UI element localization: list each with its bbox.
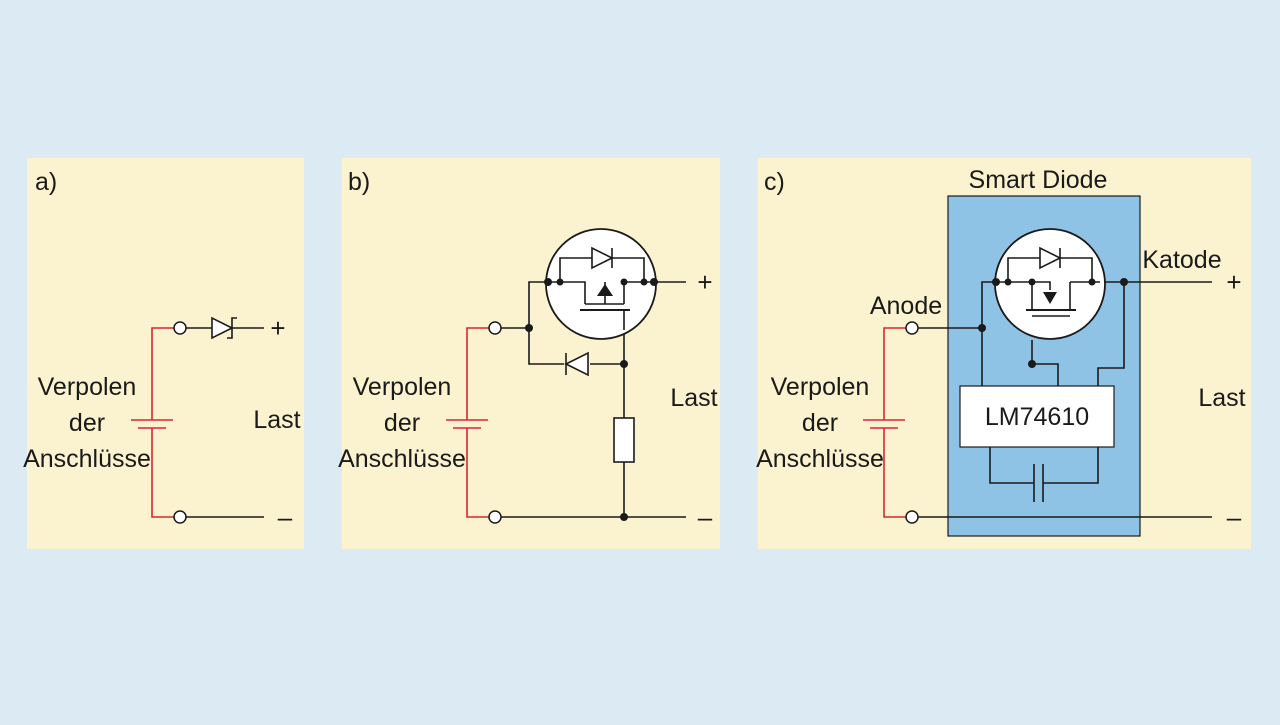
panel-b-polarity-line-2: der xyxy=(384,409,420,437)
panel-b-drain-node xyxy=(650,278,658,286)
panel-b-terminal-top xyxy=(488,321,502,335)
panel-c-terminal-top xyxy=(905,321,919,335)
panel-a-plus: + xyxy=(270,313,285,343)
mosfet-icon xyxy=(994,228,1106,340)
cathode-label: Katode xyxy=(1142,246,1221,274)
panel-b-plus: + xyxy=(697,267,712,297)
panel-a-background xyxy=(27,158,304,549)
panel-a-terminal-bottom xyxy=(173,510,187,524)
panel-b-reversed-wiring xyxy=(466,327,495,518)
panel-c-polarity-line-2: der xyxy=(802,409,838,437)
smart-diode-title: Smart Diode xyxy=(969,166,1108,194)
panel-a-load-label: Last xyxy=(253,406,300,434)
panel-b-polarity-line-1: Verpolen xyxy=(353,373,452,401)
panel-a-terminal-top xyxy=(173,321,187,335)
panel-c-cathode-node xyxy=(1120,278,1128,286)
panel-c-polarity-line-1: Verpolen xyxy=(771,373,870,401)
panel-a-polarity-line-1: Verpolen xyxy=(38,373,137,401)
panel-a-polarity-line-3: Anschlüsse xyxy=(23,445,151,473)
panel-a: a) + – Last Verpolen der Anschlüsse xyxy=(23,158,304,549)
panel-b-ground-node xyxy=(620,513,628,521)
panel-a-polarity-line-2: der xyxy=(69,409,105,437)
panel-b-label: b) xyxy=(348,168,370,196)
panel-c-polarity-line-3: Anschlüsse xyxy=(756,445,884,473)
panel-b-source-wire xyxy=(528,281,548,328)
panel-b-background xyxy=(342,158,720,549)
resistor-icon xyxy=(613,417,635,463)
panel-c-minus: – xyxy=(1227,502,1242,532)
panel-c-cap-wire xyxy=(989,447,1099,484)
lm74610-chip xyxy=(959,385,1115,448)
panel-c-gate-node xyxy=(1028,360,1036,368)
panel-c: c) Smart Diode LM74610 xyxy=(756,158,1251,549)
chip-label: LM74610 xyxy=(985,403,1089,431)
panel-a-minus: – xyxy=(278,502,293,532)
panel-c-anode-node xyxy=(978,324,986,332)
panel-b-terminal-bottom xyxy=(488,510,502,524)
panel-b: b) xyxy=(338,158,720,549)
panel-c-chip-cathode-wire xyxy=(1097,282,1125,386)
panel-c-terminal-bottom xyxy=(905,510,919,524)
panel-b-load-label: Last xyxy=(670,384,717,412)
panel-c-load-label: Last xyxy=(1198,384,1245,412)
panel-b-minus: – xyxy=(698,502,713,532)
panel-a-reversed-wiring xyxy=(151,327,180,518)
panel-b-input-node xyxy=(525,324,533,332)
panel-c-source-wire xyxy=(981,281,996,328)
panel-c-label: c) xyxy=(764,168,785,196)
panel-c-source-node xyxy=(992,278,1000,286)
panel-b-source-node xyxy=(544,278,552,286)
panel-a-label: a) xyxy=(35,168,57,196)
panel-b-gate-node xyxy=(620,360,628,368)
panel-c-reversed-wiring xyxy=(883,327,912,518)
panel-c-plus: + xyxy=(1226,267,1241,297)
anode-label: Anode xyxy=(870,292,942,320)
gate-diode-icon xyxy=(564,351,589,377)
panel-c-gate-wire xyxy=(1031,340,1059,386)
mosfet-icon xyxy=(545,228,657,340)
panel-b-polarity-line-3: Anschlüsse xyxy=(338,445,466,473)
panel-b-gate-diode-wire-left xyxy=(528,328,564,365)
